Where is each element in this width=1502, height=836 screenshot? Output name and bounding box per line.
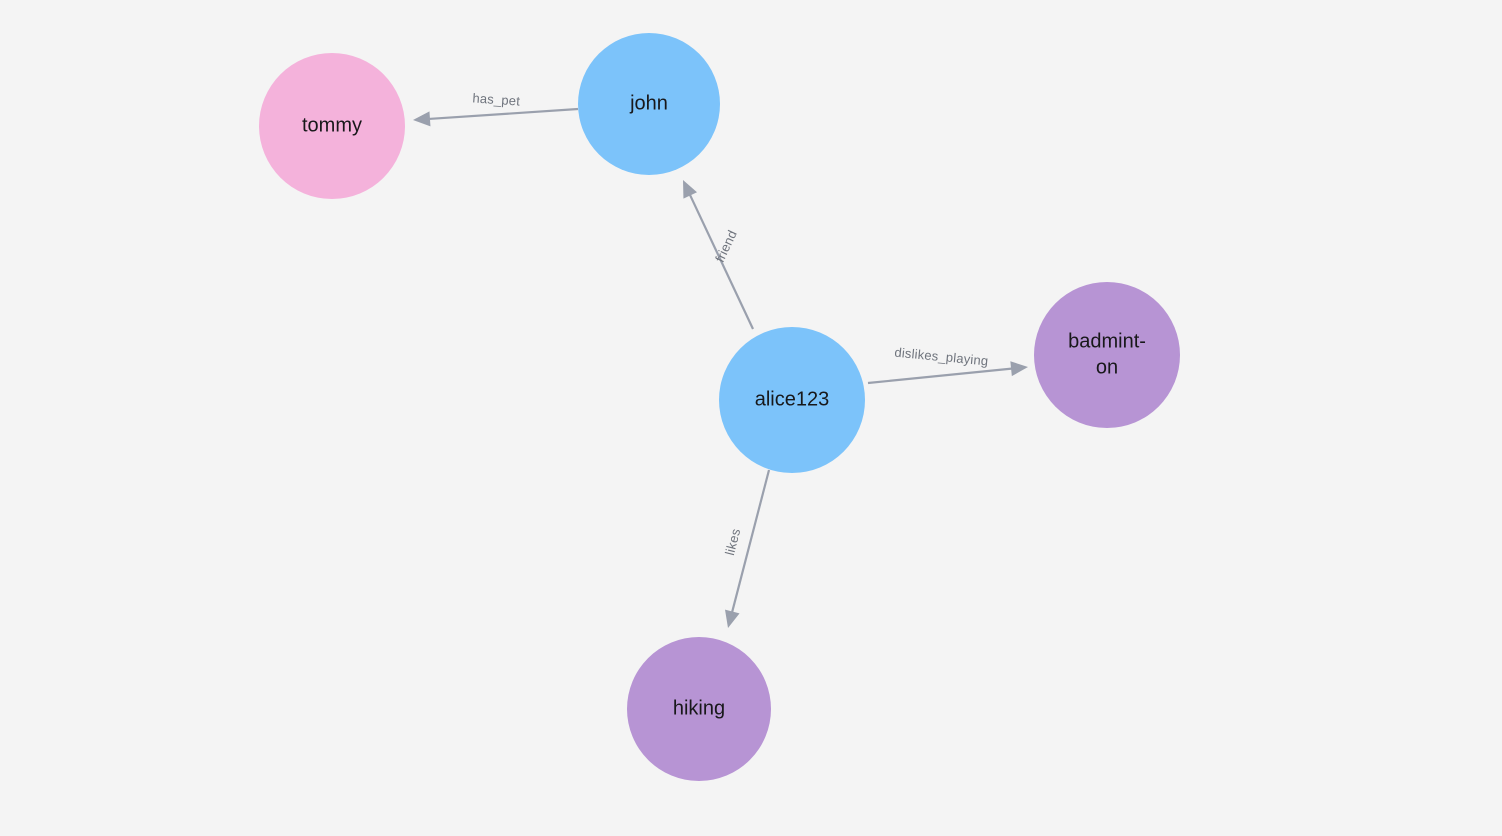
graph-edge[interactable]: friend xyxy=(683,180,754,330)
edge-label: likes xyxy=(722,527,743,557)
node-circle[interactable] xyxy=(719,327,865,473)
graph-node-john[interactable]: john xyxy=(578,33,720,175)
graph-node-hiking[interactable]: hiking xyxy=(627,637,771,781)
graph-edge[interactable]: has_pet xyxy=(413,90,579,127)
node-label: badmint- xyxy=(1068,330,1146,352)
graph-edge[interactable]: likes xyxy=(722,469,771,628)
edge-label: dislikes_playing xyxy=(894,345,989,369)
edge-arrowhead-icon xyxy=(683,180,698,199)
graph-node-tommy[interactable]: tommy xyxy=(259,53,405,199)
node-circle[interactable] xyxy=(1034,282,1180,428)
edge-line xyxy=(426,107,579,121)
node-circle[interactable] xyxy=(259,53,405,199)
graph-node-badminton[interactable]: badmint-on xyxy=(1034,282,1180,428)
edge-label: friend xyxy=(712,228,740,265)
edge-arrowhead-icon xyxy=(413,111,431,127)
edge-line xyxy=(687,192,754,330)
edge-arrowhead-icon xyxy=(725,609,740,628)
edge-label: has_pet xyxy=(472,90,521,108)
node-circle[interactable] xyxy=(578,33,720,175)
edge-line xyxy=(730,469,771,615)
node-label: on xyxy=(1096,356,1118,378)
edge-arrowhead-icon xyxy=(1010,361,1028,377)
node-label: alice123 xyxy=(755,388,830,410)
graph-node-alice123[interactable]: alice123 xyxy=(719,327,865,473)
nodes-layer: tommy john alice123 badmint-on hiking xyxy=(259,33,1180,781)
node-label: john xyxy=(629,92,668,114)
edge-line xyxy=(867,367,1015,385)
node-label: tommy xyxy=(302,114,362,136)
node-label: hiking xyxy=(673,697,725,719)
node-circle[interactable] xyxy=(627,637,771,781)
graph-edge[interactable]: dislikes_playing xyxy=(867,345,1028,385)
